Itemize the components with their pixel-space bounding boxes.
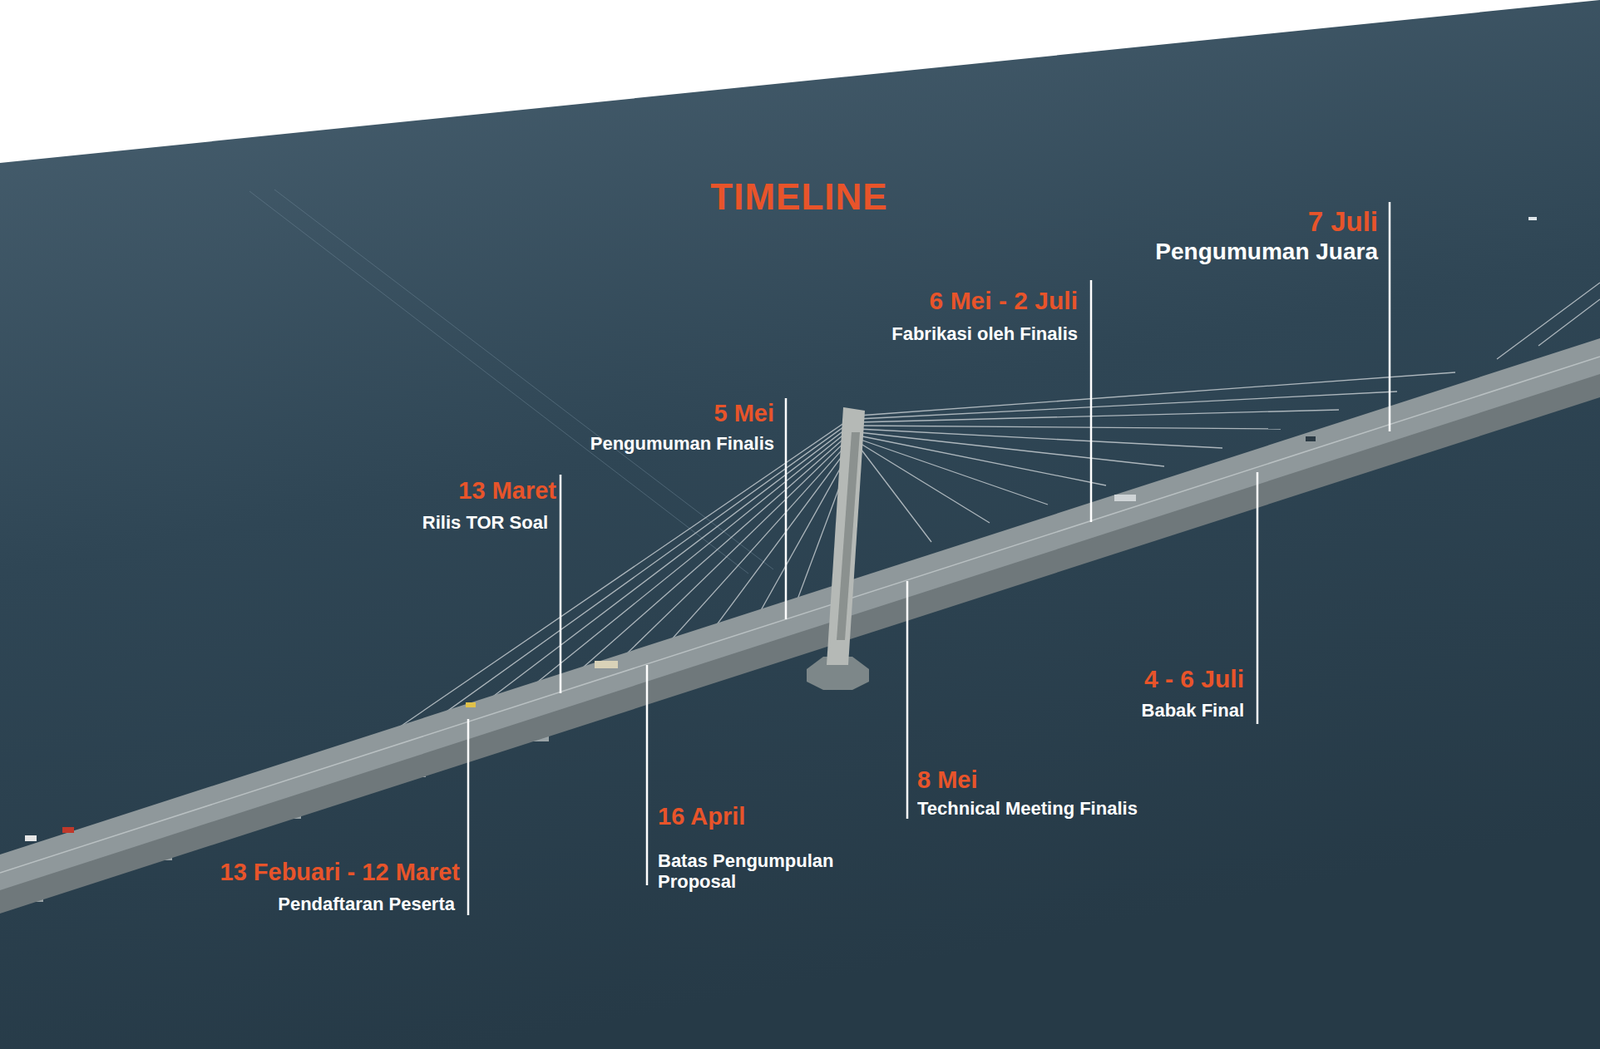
leader-lines <box>468 202 1390 916</box>
event-date: 13 Febuari - 12 Maret <box>220 859 461 887</box>
event-name: Rilis TOR Soal <box>422 512 549 534</box>
tower-shadow <box>836 432 860 641</box>
wake-lines <box>249 189 774 574</box>
event-date: 13 Maret <box>458 477 557 505</box>
tower <box>826 407 865 666</box>
event-date: 7 Juli <box>1308 206 1378 238</box>
event-name: Technical Meeting Finalis <box>917 798 1138 820</box>
event-name: Fabrikasi oleh Finalis <box>891 323 1078 345</box>
event-date: 6 Mei - 2 Juli <box>929 286 1078 317</box>
event-name: Pengumuman Juara <box>1155 238 1378 266</box>
event-name: Batas Pengumpulan Proposal <box>657 850 866 894</box>
timeline-title: TIMELINE <box>549 176 1049 218</box>
deck-divider <box>0 356 1600 874</box>
event-name: Babak Final <box>1141 700 1245 721</box>
vehicles <box>24 436 1316 842</box>
event-date: 5 Mei <box>713 400 775 428</box>
deck <box>0 338 1600 891</box>
event-date: 4 - 6 Juli <box>1144 665 1245 695</box>
event-date: 8 Mei <box>917 766 978 795</box>
event-name: Pendaftaran Peserta <box>277 893 455 915</box>
boat <box>1528 217 1537 221</box>
event-date: 16 April <box>657 803 746 831</box>
event-name: Pengumuman Finalis <box>590 433 775 455</box>
